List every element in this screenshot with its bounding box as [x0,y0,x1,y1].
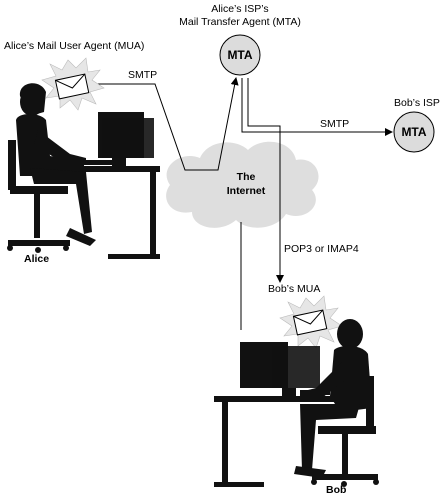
bob-mta-label: MTA [401,125,426,139]
connection-lines [82,77,393,330]
pop3-imap4-label: POP3 or IMAP4 [284,243,359,255]
bobs-mua-label: Bob’s MUA [268,283,320,295]
alice-name-label: Alice [24,253,49,265]
alice-isp-label-line1: Alice’s ISP’s [211,3,268,15]
alice-mta-node: MTA [219,34,261,76]
bob-isp-mta-node: MTA [393,111,435,153]
bob-silhouette [214,319,379,487]
internet-label-line1: The [237,171,256,183]
alice-desk-top [40,166,160,172]
internet-label-line2: Internet [227,185,266,197]
alice-mta-circle [219,34,261,76]
bobs-isp-label: Bob’s ISP [394,97,440,109]
smtp-link-alice-to-mta [82,77,239,171]
alice-envelope-icon [41,57,105,111]
smtp-link-mta-to-bob-isp [241,78,393,136]
bob-name-label: Bob [326,484,346,496]
smtp-label-1: SMTP [128,69,157,81]
alice-mta-label: MTA [227,48,252,62]
pop3-link-to-bob-mua [247,78,284,283]
alice-silhouette [7,83,160,259]
bob-desk-top [214,396,356,402]
bob-envelope-icon [279,295,343,349]
alice-isp-label-line2: Mail Transfer Agent (MTA) [179,16,301,28]
alice-mua-label: Alice’s Mail User Agent (MUA) [4,40,144,52]
bob-mta-circle [393,111,435,153]
smtp-label-2: SMTP [320,118,349,130]
